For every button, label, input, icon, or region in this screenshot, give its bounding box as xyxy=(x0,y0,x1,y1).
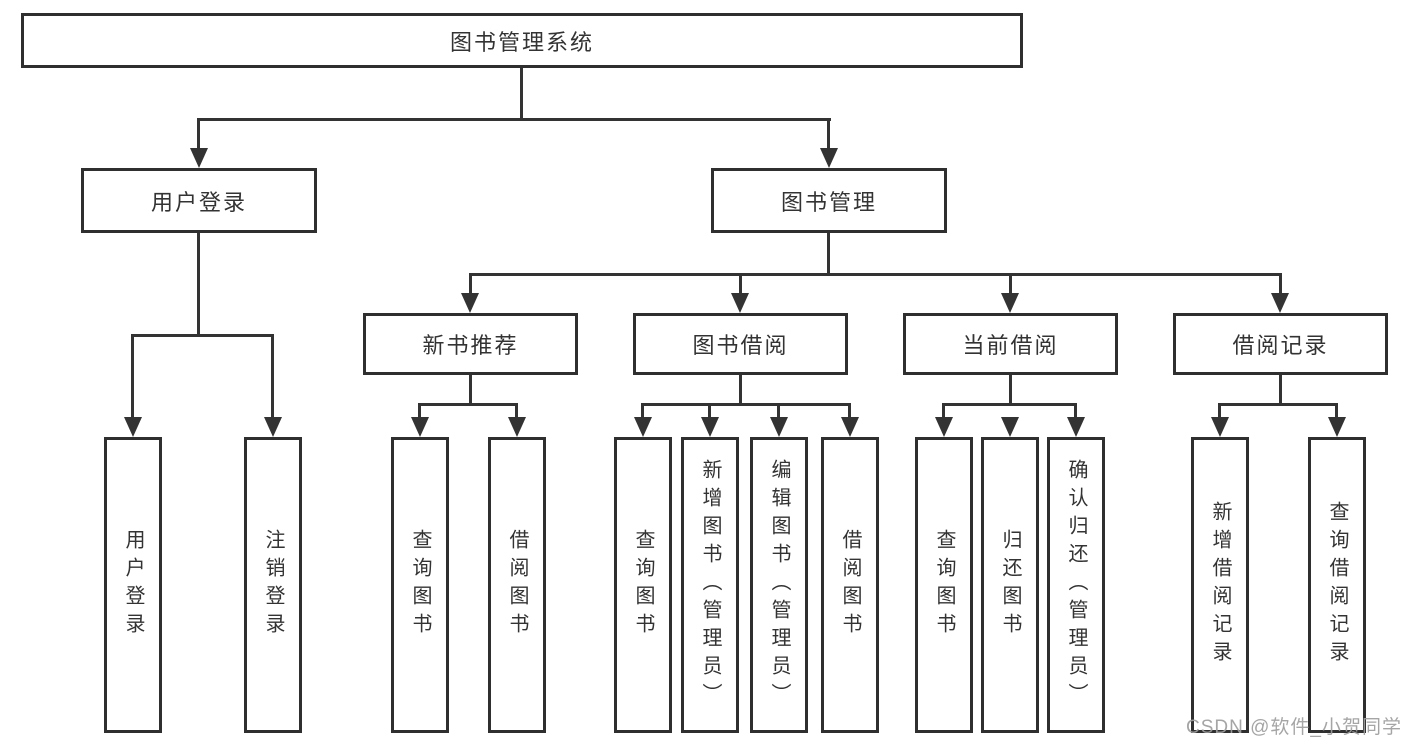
csdn-watermark: CSDN @软件_小贺同学 xyxy=(1186,717,1402,738)
arrowhead-down-icon xyxy=(820,148,838,168)
node-root: 图书管理系统 xyxy=(21,13,1023,68)
connector-line xyxy=(827,118,830,152)
connector-line xyxy=(1218,403,1221,419)
connector-line xyxy=(131,334,274,337)
connector-line xyxy=(848,403,851,419)
arrowhead-down-icon xyxy=(1211,417,1229,437)
leaf-current-query-book: 查询图书 xyxy=(915,437,973,733)
node-book-mgmt: 图书管理 xyxy=(711,168,947,233)
connector-line xyxy=(520,68,523,118)
connector-line xyxy=(708,403,711,419)
connector-line xyxy=(827,233,830,273)
arrowhead-down-icon xyxy=(1271,293,1289,313)
arrowhead-down-icon xyxy=(935,417,953,437)
node-root-label: 图书管理系统 xyxy=(449,29,594,55)
arrowhead-down-icon xyxy=(1001,417,1019,437)
connector-line xyxy=(197,118,831,121)
connector-line xyxy=(469,273,1282,276)
leaf-query-borrow-record: 查询借阅记录 xyxy=(1308,437,1366,733)
connector-line xyxy=(1279,273,1282,297)
leaf-add-book-admin: 新增图书（管理员） xyxy=(681,437,739,733)
arrowhead-down-icon xyxy=(841,417,859,437)
leaf-user-login: 用户登录 xyxy=(104,437,162,733)
arrowhead-down-icon xyxy=(411,417,429,437)
arrowhead-down-icon xyxy=(264,417,282,437)
leaf-logout-label: 注销登录 xyxy=(262,529,284,641)
connector-line xyxy=(641,403,644,419)
arrowhead-down-icon xyxy=(508,417,526,437)
arrowhead-down-icon xyxy=(461,293,479,313)
connector-line xyxy=(777,403,780,419)
connector-line xyxy=(1335,403,1338,419)
leaf-logout: 注销登录 xyxy=(244,437,302,733)
node-book-borrow: 图书借阅 xyxy=(633,313,848,375)
node-user-login-label: 用户登录 xyxy=(150,189,247,215)
node-current-borrow: 当前借阅 xyxy=(903,313,1118,375)
node-new-book-recommend-label: 新书推荐 xyxy=(422,333,519,358)
leaf-add-borrow-record-label: 新增借阅记录 xyxy=(1209,501,1231,669)
arrowhead-down-icon xyxy=(1328,417,1346,437)
leaf-confirm-return-admin-label: 确认归还（管理员） xyxy=(1065,459,1087,711)
leaf-recommend-borrow-book: 借阅图书 xyxy=(488,437,546,733)
arrowhead-down-icon xyxy=(190,148,208,168)
leaf-add-borrow-record: 新增借阅记录 xyxy=(1191,437,1249,733)
connector-line xyxy=(515,403,518,419)
leaf-borrow-query-book: 查询图书 xyxy=(614,437,672,733)
arrowhead-down-icon xyxy=(634,417,652,437)
leaf-return-book-label: 归还图书 xyxy=(999,529,1021,641)
connector-line xyxy=(1009,375,1012,403)
connector-line xyxy=(739,273,742,297)
connector-line xyxy=(1009,273,1012,297)
leaf-user-login-label: 用户登录 xyxy=(122,529,144,641)
node-user-login: 用户登录 xyxy=(81,168,317,233)
connector-line xyxy=(271,334,274,419)
leaf-recommend-borrow-book-label: 借阅图书 xyxy=(506,529,528,641)
connector-line xyxy=(418,403,421,419)
connector-line xyxy=(418,403,518,406)
connector-line xyxy=(197,233,200,334)
leaf-borrow-book-label: 借阅图书 xyxy=(839,529,861,641)
arrowhead-down-icon xyxy=(1067,417,1085,437)
node-borrow-record-label: 借阅记录 xyxy=(1232,333,1329,358)
connector-line xyxy=(942,403,1077,406)
arrowhead-down-icon xyxy=(731,293,749,313)
arrowhead-down-icon xyxy=(1001,293,1019,313)
leaf-edit-book-admin: 编辑图书（管理员） xyxy=(750,437,808,733)
connector-line xyxy=(131,334,134,419)
leaf-borrow-query-book-label: 查询图书 xyxy=(632,529,654,641)
connector-line xyxy=(942,403,945,419)
leaf-current-query-book-label: 查询图书 xyxy=(933,529,955,641)
leaf-edit-book-admin-label: 编辑图书（管理员） xyxy=(768,459,790,711)
connector-line xyxy=(469,375,472,403)
connector-line xyxy=(1279,375,1282,403)
leaf-borrow-book: 借阅图书 xyxy=(821,437,879,733)
leaf-query-borrow-record-label: 查询借阅记录 xyxy=(1326,501,1348,669)
arrowhead-down-icon xyxy=(124,417,142,437)
leaf-recommend-query-book-label: 查询图书 xyxy=(409,529,431,641)
node-book-mgmt-label: 图书管理 xyxy=(780,189,877,215)
arrowhead-down-icon xyxy=(770,417,788,437)
leaf-return-book: 归还图书 xyxy=(981,437,1039,733)
node-book-borrow-label: 图书借阅 xyxy=(692,333,789,358)
connector-line xyxy=(469,273,472,297)
arrowhead-down-icon xyxy=(701,417,719,437)
connector-line xyxy=(1218,403,1338,406)
connector-line xyxy=(739,375,742,403)
connector-line xyxy=(197,118,200,152)
node-current-borrow-label: 当前借阅 xyxy=(962,333,1059,358)
leaf-add-book-admin-label: 新增图书（管理员） xyxy=(699,459,721,711)
node-new-book-recommend: 新书推荐 xyxy=(363,313,578,375)
node-borrow-record: 借阅记录 xyxy=(1173,313,1388,375)
connector-line xyxy=(641,403,851,406)
connector-line xyxy=(1074,403,1077,419)
leaf-confirm-return-admin: 确认归还（管理员） xyxy=(1047,437,1105,733)
leaf-recommend-query-book: 查询图书 xyxy=(391,437,449,733)
